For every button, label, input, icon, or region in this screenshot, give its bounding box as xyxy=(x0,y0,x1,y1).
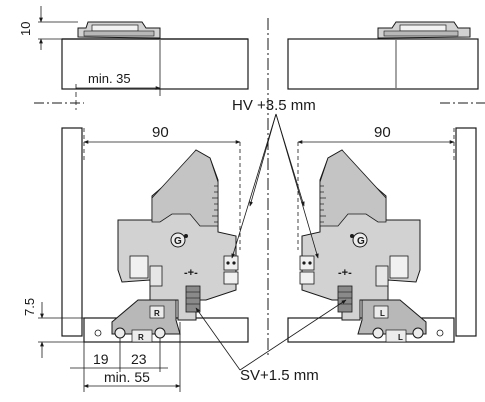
main-left-detail: 90 G -+- xyxy=(22,124,249,392)
left-r-marker-bottom: R xyxy=(138,333,144,342)
right-hinge-adjust-mark: -+- xyxy=(338,267,352,279)
left-r-marker-top: R xyxy=(154,309,160,318)
dim-19-label: 19 xyxy=(93,351,109,367)
dim-min35-label: min. 35 xyxy=(88,71,131,86)
dim-90-left-label: 90 xyxy=(152,124,169,141)
right-side-panel xyxy=(455,127,477,337)
sv-label: SV+1.5 mm xyxy=(240,367,319,384)
right-hinge xyxy=(299,149,444,343)
top-left-detail: 10 min. 35 xyxy=(18,6,249,110)
right-l-marker-bottom: L xyxy=(398,333,403,342)
top-right-detail xyxy=(287,21,485,104)
left-hinge: G -+- R R xyxy=(94,149,239,343)
dim-7-5-label: 7.5 xyxy=(22,298,37,316)
dim-23-label: 23 xyxy=(131,351,147,367)
right-l-marker-top: L xyxy=(380,309,385,318)
top-right-panel xyxy=(287,38,479,90)
main-right-detail: 90 xyxy=(287,124,477,343)
hv-label: HV +3.5 mm xyxy=(232,97,316,114)
svg-text:-+-: -+- xyxy=(184,267,198,279)
dim-90-right-label: 90 xyxy=(374,124,391,141)
dim-min55-label: min. 55 xyxy=(104,369,150,385)
top-left-panel xyxy=(61,38,249,90)
left-side-panel xyxy=(61,127,83,337)
right-hinge-g-mark: G xyxy=(357,236,365,247)
dim-10-label: 10 xyxy=(18,22,33,36)
svg-text:G: G xyxy=(174,236,182,247)
